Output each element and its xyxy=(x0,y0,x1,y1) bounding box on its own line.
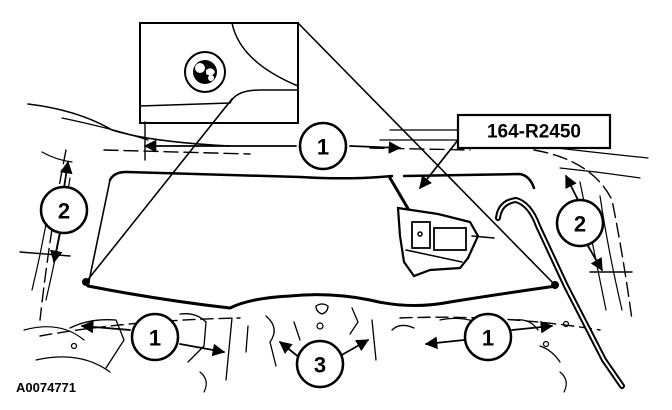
mounting-point-right xyxy=(551,281,559,289)
figure-id: A0074771 xyxy=(16,380,76,395)
dimension-arrows xyxy=(19,121,633,359)
detail-inset xyxy=(139,22,299,124)
mounting-point-left xyxy=(82,278,90,286)
callout-number: 2 xyxy=(574,212,586,237)
callout-bottom-left: 1 xyxy=(130,312,180,362)
tool-label: 164-R2450 xyxy=(456,113,612,150)
cutting-wire xyxy=(495,196,625,389)
callout-number: 1 xyxy=(482,326,494,351)
callout-bottom-center: 3 xyxy=(295,339,345,389)
callout-number: 1 xyxy=(317,135,329,160)
windshield-glass xyxy=(86,170,558,310)
callout-number: 3 xyxy=(314,353,326,378)
callout-left-side: 2 xyxy=(39,185,89,235)
tool-label-text: 164-R2450 xyxy=(487,122,581,143)
cowl-panel-details xyxy=(69,303,570,393)
cutting-tool-icon xyxy=(388,176,495,278)
callout-number: 1 xyxy=(149,326,161,351)
callout-number: 2 xyxy=(58,199,70,224)
inset-leader-lines xyxy=(85,22,556,286)
callout-right-side: 2 xyxy=(555,198,605,248)
tool-leader-arrow xyxy=(419,139,459,189)
fastener-icon xyxy=(184,51,226,93)
callout-top-center: 1 xyxy=(298,121,348,171)
callout-bottom-right: 1 xyxy=(463,312,513,362)
